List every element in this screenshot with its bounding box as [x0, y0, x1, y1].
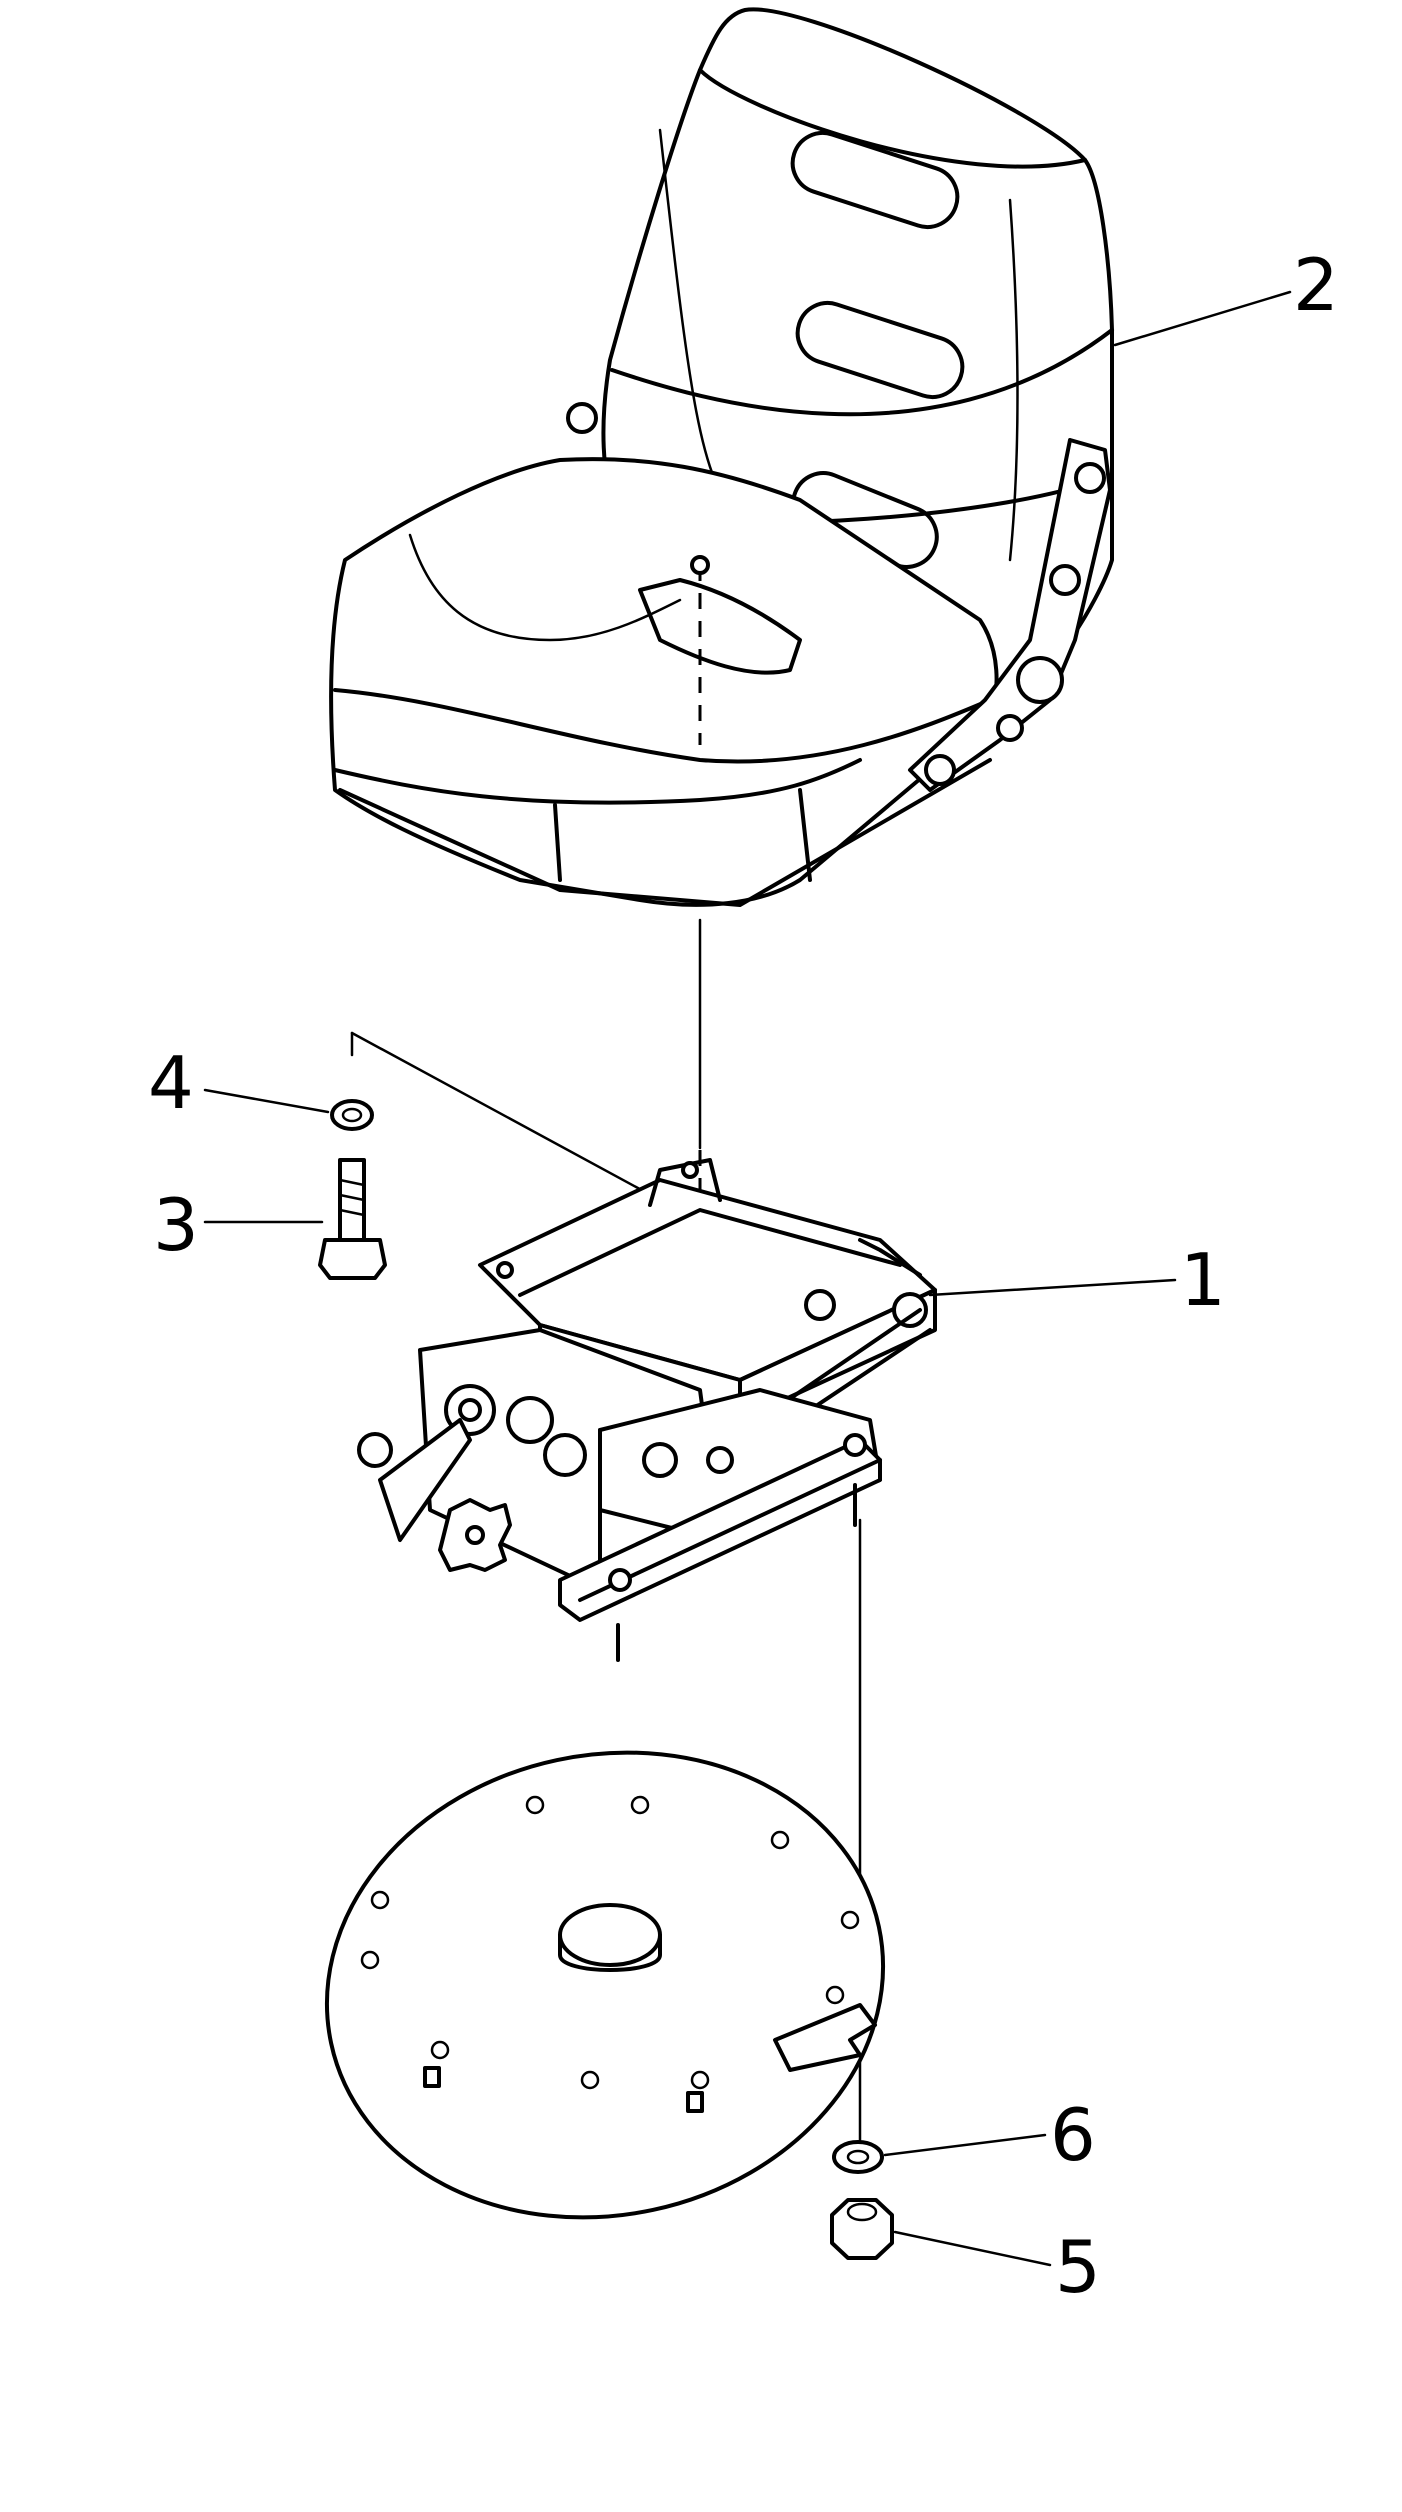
seat-assembly	[329, 7, 1114, 907]
callout-number-2: 2	[1293, 243, 1339, 327]
suspension-mechanism	[357, 1158, 937, 1662]
backrest-adjust-bracket	[908, 438, 1112, 792]
backrest-slot-top	[790, 131, 960, 229]
callout-leader-5	[893, 2230, 1052, 2267]
callout-number-4: 4	[148, 1041, 194, 1125]
callout-number-5: 5	[1055, 2225, 1101, 2309]
swivel-mount-plate	[324, 1750, 886, 2220]
cushion-slot	[638, 578, 802, 675]
callout-number-3: 3	[153, 1183, 199, 1267]
washer-part-6	[832, 2140, 884, 2174]
callout-leader-2	[1113, 290, 1292, 347]
seat-cushion	[329, 457, 999, 907]
callout-leader-1	[928, 1278, 1177, 1297]
backrest-slot-middle	[795, 301, 965, 399]
washer-part-4	[330, 1099, 374, 1131]
nut-part-5	[830, 2198, 894, 2260]
callout-number-6: 6	[1050, 2093, 1096, 2177]
bolt-part-3	[318, 1158, 387, 1280]
callout-number-1: 1	[1180, 1238, 1226, 1322]
backrest-hinge-left	[566, 402, 598, 434]
callout-leader-4	[203, 1088, 330, 1114]
adjust-lever	[378, 1418, 472, 1542]
callout-leader-6	[883, 2133, 1047, 2157]
